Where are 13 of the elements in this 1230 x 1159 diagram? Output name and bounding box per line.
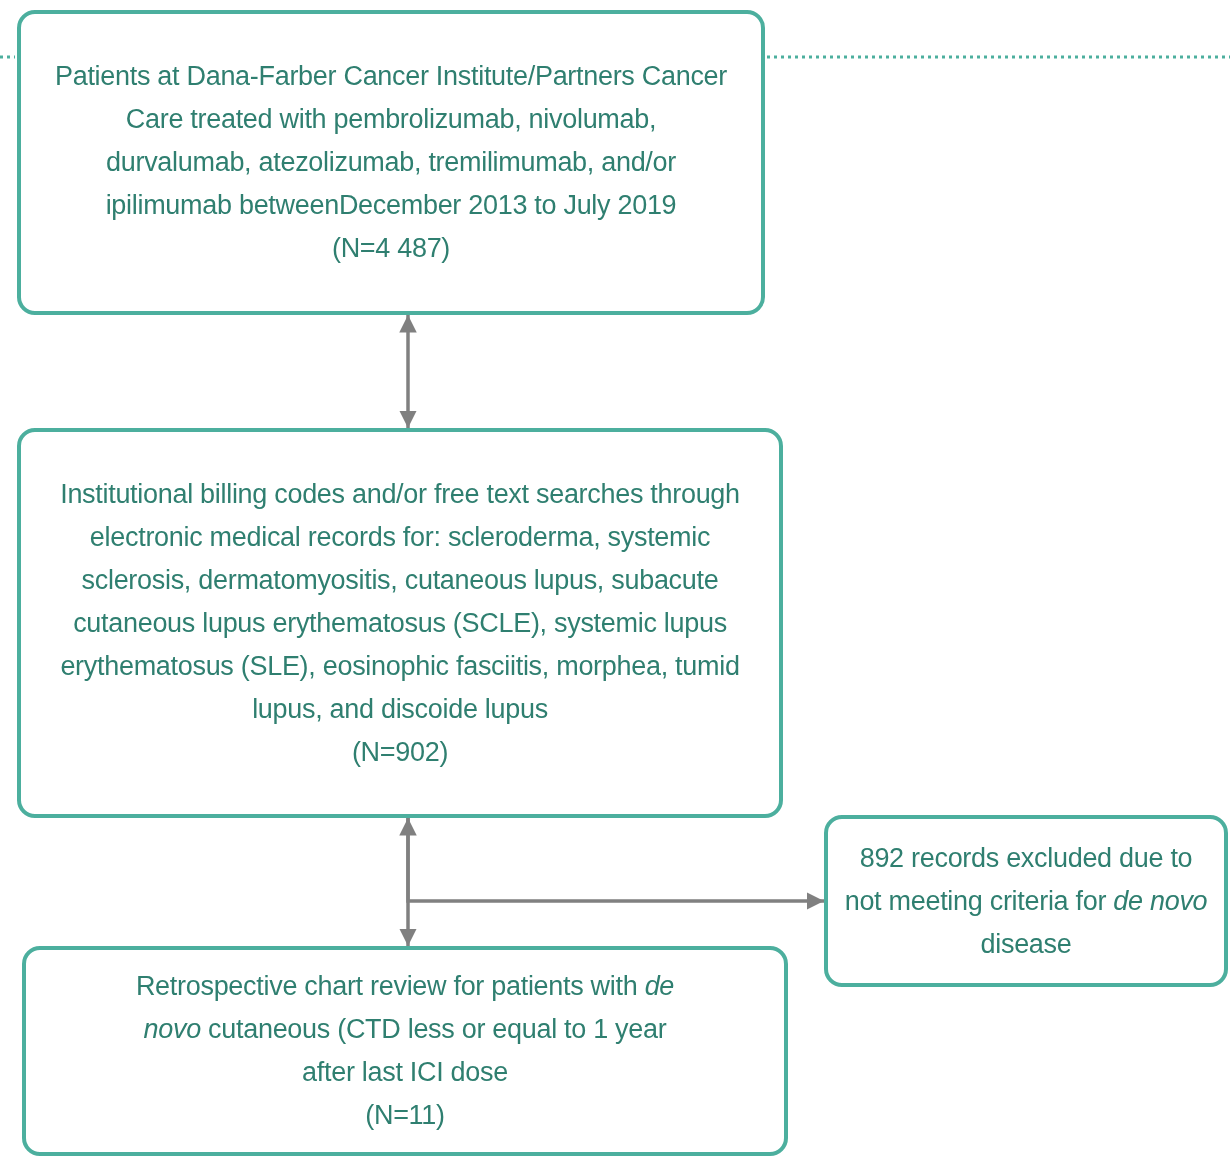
count-text: (N=4 487)	[331, 232, 451, 265]
count-text: (N=902)	[351, 735, 449, 769]
box-text: 892 records excluded due to not meeting criteria for de novo disease	[843, 841, 1209, 961]
process-box	[22, 946, 788, 1156]
arrow	[399, 315, 417, 428]
count-text: (N=11)	[365, 1099, 445, 1132]
process-box	[824, 815, 1228, 987]
box-text: Patients at Dana-Farber Cancer Institute/Partners Cancer Care treated with pembrolizumab, nivolumab, durvalumab, atezolizumab, tremilimumab, and/or ipilimumab betweenDecember 2013 to July 2019	[54, 60, 728, 222]
process-box	[17, 428, 783, 818]
process-box	[17, 10, 765, 315]
box-text: Retrospective chart review for patients with de novo cutaneous (CTD less or equal to 1 year after last ICI dose	[134, 970, 676, 1089]
box-text: Institutional billing codes and/or free text searches through electronic medical records for: scleroderma, systemic sclerosis, dermatomyositis, cutaneous lupus, subacute cutaneous lupus erythematosus (SCLE), systemic lupus erythematosus (SLE), eosinophic fasciitis, morphea, tumid lupus, and discoide lupus	[59, 477, 741, 726]
arrow	[406, 818, 824, 910]
